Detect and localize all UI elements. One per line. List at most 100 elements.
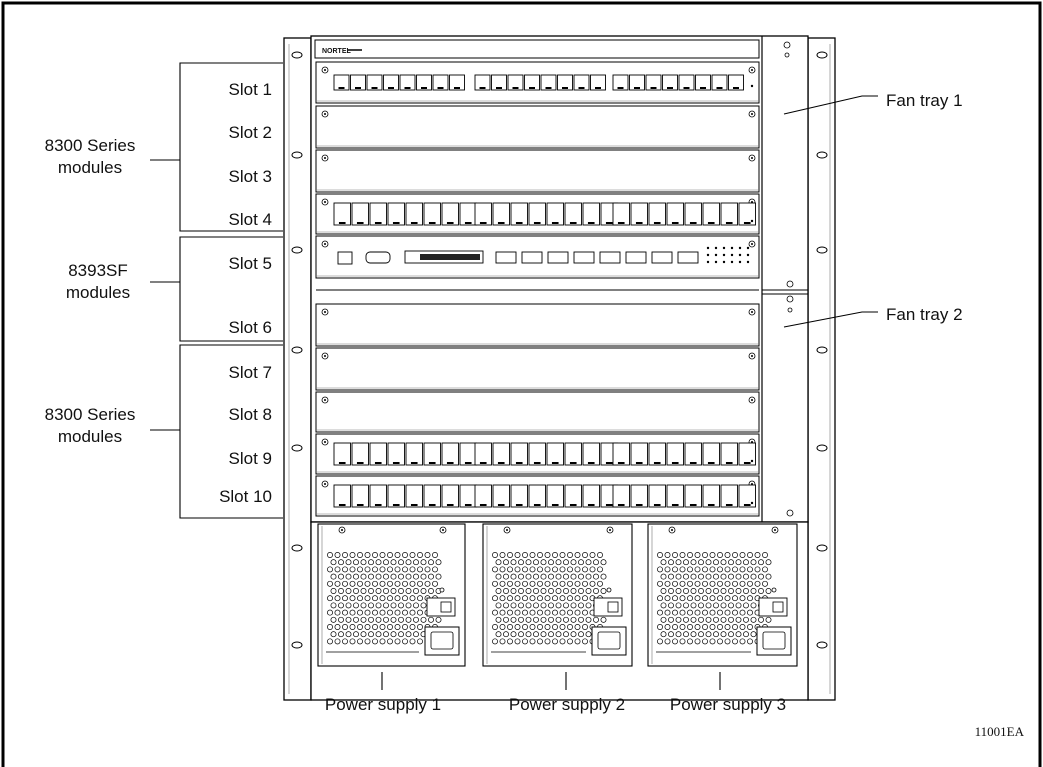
port-icon xyxy=(582,484,600,508)
vent-hole xyxy=(593,616,599,623)
status-led xyxy=(738,260,742,264)
screw-center xyxy=(671,529,673,531)
vent-hole xyxy=(657,595,663,602)
port-latch xyxy=(725,222,733,224)
status-led xyxy=(714,253,718,257)
vent-hole xyxy=(334,624,341,630)
vent-hole xyxy=(428,573,434,580)
slot-module-9 xyxy=(315,433,760,475)
port-icon xyxy=(702,484,720,508)
vent-hole xyxy=(334,580,341,587)
vent-hole xyxy=(360,588,367,594)
vent-hole xyxy=(720,573,727,580)
vent-hole xyxy=(687,638,693,645)
screw-center xyxy=(324,243,326,245)
vent-hole xyxy=(758,559,764,566)
power-led xyxy=(606,587,612,593)
port-latch xyxy=(671,504,679,506)
vent-hole xyxy=(739,638,746,645)
status-led xyxy=(714,260,718,264)
port-icon xyxy=(449,74,465,91)
port-latch xyxy=(479,222,487,224)
vent-hole xyxy=(544,624,551,630)
port-latch xyxy=(653,504,661,506)
port-icon xyxy=(399,74,416,91)
port-latch xyxy=(707,504,715,506)
vent-hole xyxy=(720,602,727,609)
port-latch xyxy=(595,87,601,89)
vent-hole xyxy=(349,609,356,616)
vent-hole xyxy=(593,559,599,566)
vent-hole xyxy=(360,631,367,638)
vent-hole xyxy=(364,552,371,558)
vent-hole xyxy=(507,566,513,573)
vent-hole xyxy=(432,580,438,587)
vent-hole xyxy=(522,609,528,616)
vent-hole xyxy=(552,609,558,616)
vent-hole xyxy=(735,631,742,638)
vent-hole xyxy=(679,552,686,558)
vent-hole xyxy=(698,616,704,623)
port-icon xyxy=(648,484,666,508)
status-led xyxy=(714,246,718,250)
vent-hole xyxy=(413,559,419,566)
vent-hole xyxy=(713,616,719,623)
vent-hole xyxy=(544,638,551,645)
vent-hole xyxy=(728,631,734,638)
vent-hole xyxy=(390,588,397,594)
vent-hole xyxy=(765,616,772,623)
slot-label-7: Slot 7 xyxy=(229,363,272,382)
vent-hole xyxy=(743,631,749,638)
vent-hole xyxy=(357,609,363,616)
inlet-socket xyxy=(762,631,786,650)
vent-hole xyxy=(548,602,554,609)
power-supply-module-2 xyxy=(482,523,633,667)
vent-hole xyxy=(409,552,416,558)
status-led xyxy=(750,459,754,463)
vent-hole xyxy=(728,602,734,609)
vent-hole xyxy=(499,638,506,645)
vent-hole xyxy=(330,588,337,594)
port-icon xyxy=(510,442,528,466)
rail-hole xyxy=(816,246,828,254)
vent-hole xyxy=(398,588,404,594)
vent-hole xyxy=(499,552,506,558)
screw-center xyxy=(324,113,326,115)
vent-hole xyxy=(510,602,517,609)
port-latch xyxy=(515,462,523,464)
screw-center xyxy=(751,69,753,71)
port-icon xyxy=(366,74,383,91)
port-latch xyxy=(533,222,541,224)
vent-hole xyxy=(728,616,734,623)
slot-label-1: Slot 1 xyxy=(229,80,272,99)
port-latch xyxy=(533,504,541,506)
port-latch xyxy=(428,462,436,464)
vent-hole xyxy=(345,616,352,623)
vent-hole xyxy=(559,566,566,573)
port-icon xyxy=(612,74,629,91)
port-icon xyxy=(441,442,459,466)
port-latch xyxy=(479,504,487,506)
vent-hole xyxy=(405,602,412,609)
vent-hole xyxy=(690,588,697,594)
port-icon xyxy=(702,442,720,466)
port-icon xyxy=(492,442,510,466)
vent-hole xyxy=(409,580,416,587)
screw-center xyxy=(751,311,753,313)
vent-hole xyxy=(705,573,712,580)
slot-label-9: Slot 9 xyxy=(229,449,272,468)
port-icon xyxy=(350,74,366,91)
vent-hole xyxy=(387,595,393,602)
vent-hole xyxy=(327,595,333,602)
vent-hole xyxy=(762,552,768,558)
port-latch xyxy=(515,222,523,224)
vent-hole xyxy=(413,616,419,623)
vent-hole xyxy=(709,609,716,616)
port-icon xyxy=(564,442,582,466)
port-icon xyxy=(510,202,528,226)
port-icon xyxy=(564,484,582,508)
vent-hole xyxy=(522,552,528,558)
port-icon xyxy=(459,442,477,466)
vent-hole xyxy=(544,566,551,573)
